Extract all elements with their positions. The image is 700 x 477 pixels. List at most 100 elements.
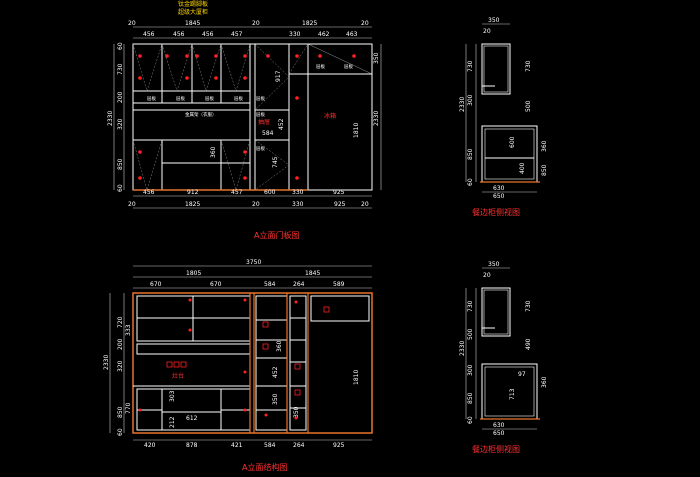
side-bottom-upper-inner [483,289,509,335]
dim-structure-bottom-878: 878 [186,442,198,449]
dim-structure-bottom-584: 584 [264,442,276,449]
hinge-marker [243,76,247,80]
hinge-marker [318,54,322,58]
swing-7 [254,43,290,111]
dim-side-top-20: 20 [483,28,491,35]
dim-bottom-925: 925 [333,189,345,196]
swing-4 [220,43,251,92]
hinge-marker [266,54,270,58]
swing-1 [132,43,163,92]
dim-top-456-c: 456 [202,31,214,38]
overall-width-left: 1845 [185,20,200,27]
dim-bottom-330-total: 330 [292,201,304,208]
dim-structure-350b: 350 [293,406,300,418]
dim-side-bottom-300: 300 [467,364,474,376]
dim-structure-770: 770 [125,402,132,414]
label-stove: 灶台 [172,372,184,380]
hinge-marker [138,408,142,412]
hinge-marker [264,413,268,417]
dim-structure-303: 303 [169,390,176,402]
side-bottom-lower-inner [484,366,535,417]
dim-bottom-330: 330 [292,189,304,196]
dim-side-top-inner-600: 600 [509,136,516,148]
dim-side-top-630: 630 [493,185,505,192]
hinge-marker [185,54,189,58]
dim-top-457: 457 [231,31,243,38]
tag-shelf: 层板 [234,95,243,102]
dim-745: 745 [272,156,279,168]
dim-side-top-right-730: 730 [525,60,532,72]
tag-shelf: 层板 [205,95,214,102]
swing-3 [191,43,222,92]
hinge-marker [243,408,247,412]
label-drawer: 抽屉 [258,118,270,126]
structure-fridge-top [310,295,370,322]
marker-square [262,321,269,328]
title-side-view-top: 餐边柜侧视图 [472,207,520,217]
dim-side-bottom-713: 713 [509,388,516,400]
dim-structure-bottom-421: 421 [231,442,243,449]
dim-structure-584: 584 [264,281,276,288]
dim-left-60-top: 60 [117,42,124,50]
hinge-marker [243,150,247,154]
dim-side-top-350: 350 [488,17,500,24]
dim-structure-670-a: 670 [150,281,162,288]
dim-structure-720: 720 [117,316,124,328]
dim-structure-1845: 1845 [305,270,320,277]
hinge-marker [352,54,356,58]
hinge-marker [138,150,142,154]
side-top-upper-inner [483,45,509,93]
dim-structure-bottom-925: 925 [333,442,345,449]
header-note-line-2: 超级大厦柜 [178,8,208,16]
marker-square [294,389,301,396]
dim-left-200: 200 [117,91,124,103]
hinge-marker [243,54,247,58]
dim-side-bottom-350: 350 [488,261,500,268]
dim-side-bottom-2330: 2330 [459,341,466,356]
dim-side-top-300: 300 [467,94,474,106]
dim-360: 360 [210,146,217,158]
structure-outer-frame [132,292,373,434]
dim-structure-bottom-264: 264 [293,442,305,449]
dim-top-456-a: 456 [143,31,155,38]
top-edge-20-left: 20 [128,20,136,27]
tag-shelf: 层板 [176,95,185,102]
hinge-marker [185,76,189,80]
tag-shelf: 层板 [316,63,325,70]
divider-diag [307,43,373,75]
dim-452: 452 [278,118,285,130]
swing-8 [254,139,290,191]
swing-9 [288,43,309,75]
hinge-marker [295,96,299,100]
dim-side-top-730: 730 [467,60,474,72]
dim-side-top-650: 650 [493,193,505,200]
dim-structure-1805: 1805 [186,270,201,277]
side-view-bottom: 350 20 730 500 2330 300 850 60 730 490 3… [459,261,548,454]
dim-structure-3750: 3750 [246,259,261,266]
hinge-marker [295,176,299,180]
dim-structure-350: 350 [272,393,279,405]
dim-left-60-bottom: 60 [117,184,124,192]
side-bottom-upper-cabinet [481,287,511,337]
front-door-elevation: 钛金踢脚板 超级大厦柜 1845 1825 20 20 20 456 456 4… [107,0,382,240]
hinge-marker [243,176,247,180]
hinge-marker [188,298,192,302]
tag-shelf: 层板 [256,111,265,118]
dim-bottom-20-left: 20 [128,201,136,208]
dim-structure-589: 589 [333,281,345,288]
dim-overall-height: 2330 [107,111,114,126]
side-view-top: 350 20 730 2330 300 850 60 730 500 360 8… [459,17,548,217]
dim-structure-2330: 2330 [103,355,110,370]
dim-structure-bottom-420: 420 [144,442,156,449]
dim-side-bottom-630: 630 [493,422,505,429]
tag-shelf: 层板 [256,95,265,102]
structure-narrow-unit [289,295,307,431]
dim-bottom-456: 456 [143,189,155,196]
dim-structure-612: 612 [186,415,198,422]
dim-bottom-912: 912 [187,189,199,196]
marker-square [166,361,173,368]
dim-structure-212: 212 [169,416,176,428]
marker-square [180,361,187,368]
dim-side-top-2330: 2330 [459,97,466,112]
title-side-view-bottom: 餐边柜侧视图 [472,444,520,454]
